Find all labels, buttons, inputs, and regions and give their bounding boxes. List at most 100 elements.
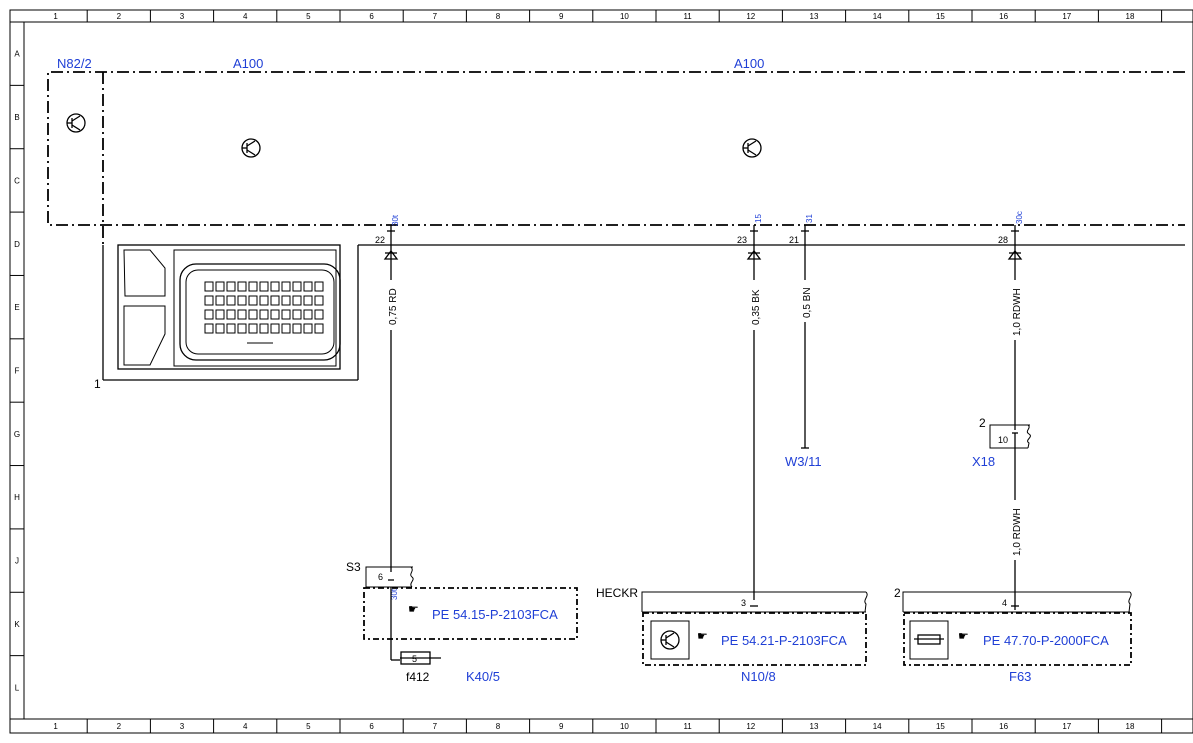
column-label: 9 <box>559 12 564 21</box>
label-k40-5[interactable]: K40/5 <box>466 669 500 684</box>
label-a100-right[interactable]: A100 <box>734 56 764 71</box>
connector-number: 1 <box>94 377 101 391</box>
control-unit-icon <box>742 138 762 158</box>
column-label: 2 <box>117 12 122 21</box>
ref-pe-54-21[interactable]: PE 54.21-P-2103FCA <box>721 633 847 648</box>
column-label: 7 <box>433 12 438 21</box>
wire-label-0-5-bn: 0,5 BN <box>802 287 813 318</box>
row-label: G <box>14 430 20 439</box>
pin-22: 22 <box>375 235 385 245</box>
row-label: H <box>14 493 20 502</box>
column-label: 16 <box>999 12 1008 21</box>
fuse-icon <box>914 634 944 645</box>
column-label: 6 <box>369 12 374 21</box>
column-label: 17 <box>1062 722 1071 731</box>
column-label: 8 <box>496 12 501 21</box>
shield-arrow-icon <box>1007 249 1023 260</box>
column-label: 11 <box>683 722 692 731</box>
pin-23: 23 <box>737 235 747 245</box>
wire-label-1-0-rdwh-upper: 1,0 RDWH <box>1012 288 1023 336</box>
n10-8-box <box>642 612 867 666</box>
row-label: C <box>14 176 20 185</box>
control-unit-box <box>650 620 690 660</box>
column-label: 7 <box>433 722 438 731</box>
label-f63[interactable]: F63 <box>1009 669 1031 684</box>
shield-arrow-icon <box>746 249 762 260</box>
fuse-f412[interactable] <box>400 651 431 665</box>
column-label: 11 <box>683 12 692 21</box>
row-label: F <box>15 367 20 376</box>
label-n82-2[interactable]: N82/2 <box>57 56 92 71</box>
f63-number: 2 <box>894 586 901 600</box>
column-label: 4 <box>243 722 248 731</box>
column-label: 15 <box>936 12 945 21</box>
control-unit-icon <box>660 630 680 650</box>
column-label: 13 <box>810 722 819 731</box>
column-label: 4 <box>243 12 248 21</box>
ref-pe-54-15[interactable]: PE 54.15-P-2103FCA <box>432 607 558 622</box>
row-label: D <box>14 240 20 249</box>
row-label: K <box>14 620 20 629</box>
column-label: 1 <box>53 12 58 21</box>
s3-label: S3 <box>346 560 361 574</box>
f63-connector <box>902 591 1132 613</box>
column-label: 18 <box>1126 12 1135 21</box>
wire-label-0-35-bk: 0,35 BK <box>751 289 762 325</box>
s3-connector[interactable] <box>365 566 414 588</box>
pin-stubs <box>387 225 1019 245</box>
pin-3: 3 <box>741 598 746 608</box>
label-x18[interactable]: X18 <box>972 454 995 469</box>
control-unit-icon <box>241 138 261 158</box>
terminal-30c: 30c <box>1015 211 1024 224</box>
terminal-30t: 30t <box>391 214 400 226</box>
column-label: 16 <box>999 722 1008 731</box>
column-label: 8 <box>496 722 501 731</box>
wire-0-5-bn[interactable] <box>801 245 809 449</box>
column-label: 1 <box>53 722 58 731</box>
wire-label-0-75-rd: 0,75 RD <box>388 288 399 325</box>
row-label: A <box>14 50 20 59</box>
s3-pin: 6 <box>378 572 383 582</box>
pointer-icon: ☛ <box>697 629 708 643</box>
pin-28: 28 <box>998 235 1008 245</box>
row-label: B <box>14 113 19 122</box>
column-label: 12 <box>746 722 755 731</box>
shield-arrow-icon <box>383 249 399 260</box>
a100-enclosure <box>47 71 1185 226</box>
x18-number: 2 <box>979 416 986 430</box>
column-label: 12 <box>746 12 755 21</box>
column-label: 3 <box>180 12 185 21</box>
column-label: 9 <box>559 722 564 731</box>
column-label: 14 <box>873 722 882 731</box>
column-label: 18 <box>1126 722 1135 731</box>
x18-connector[interactable] <box>989 424 1031 449</box>
x18-pin: 10 <box>998 435 1008 445</box>
column-label: 17 <box>1062 12 1071 21</box>
label-n10-8[interactable]: N10/8 <box>741 669 776 684</box>
column-label: 14 <box>873 12 882 21</box>
column-label: 10 <box>620 12 629 21</box>
column-label: 13 <box>810 12 819 21</box>
column-label: 5 <box>306 722 311 731</box>
fuse-box <box>909 620 949 660</box>
heckr-label: HECKR <box>596 586 638 600</box>
column-label: 3 <box>180 722 185 731</box>
pin-4: 4 <box>1002 598 1007 608</box>
ref-pe-47-70[interactable]: PE 47.70-P-2000FCA <box>983 633 1109 648</box>
frame <box>9 9 1193 734</box>
pin-21: 21 <box>789 235 799 245</box>
terminal-31: 31 <box>805 214 814 223</box>
column-label: 10 <box>620 722 629 731</box>
heckr-connector <box>641 591 868 613</box>
wire-label-1-0-rdwh-lower: 1,0 RDWH <box>1012 508 1023 556</box>
label-w3-11[interactable]: W3/11 <box>785 454 822 469</box>
connector-housing-drawing <box>102 244 359 381</box>
s3-box <box>363 587 578 640</box>
label-a100-left[interactable]: A100 <box>233 56 263 71</box>
terminal-15: 15 <box>754 214 763 223</box>
fuse-pin: 5 <box>412 654 417 664</box>
